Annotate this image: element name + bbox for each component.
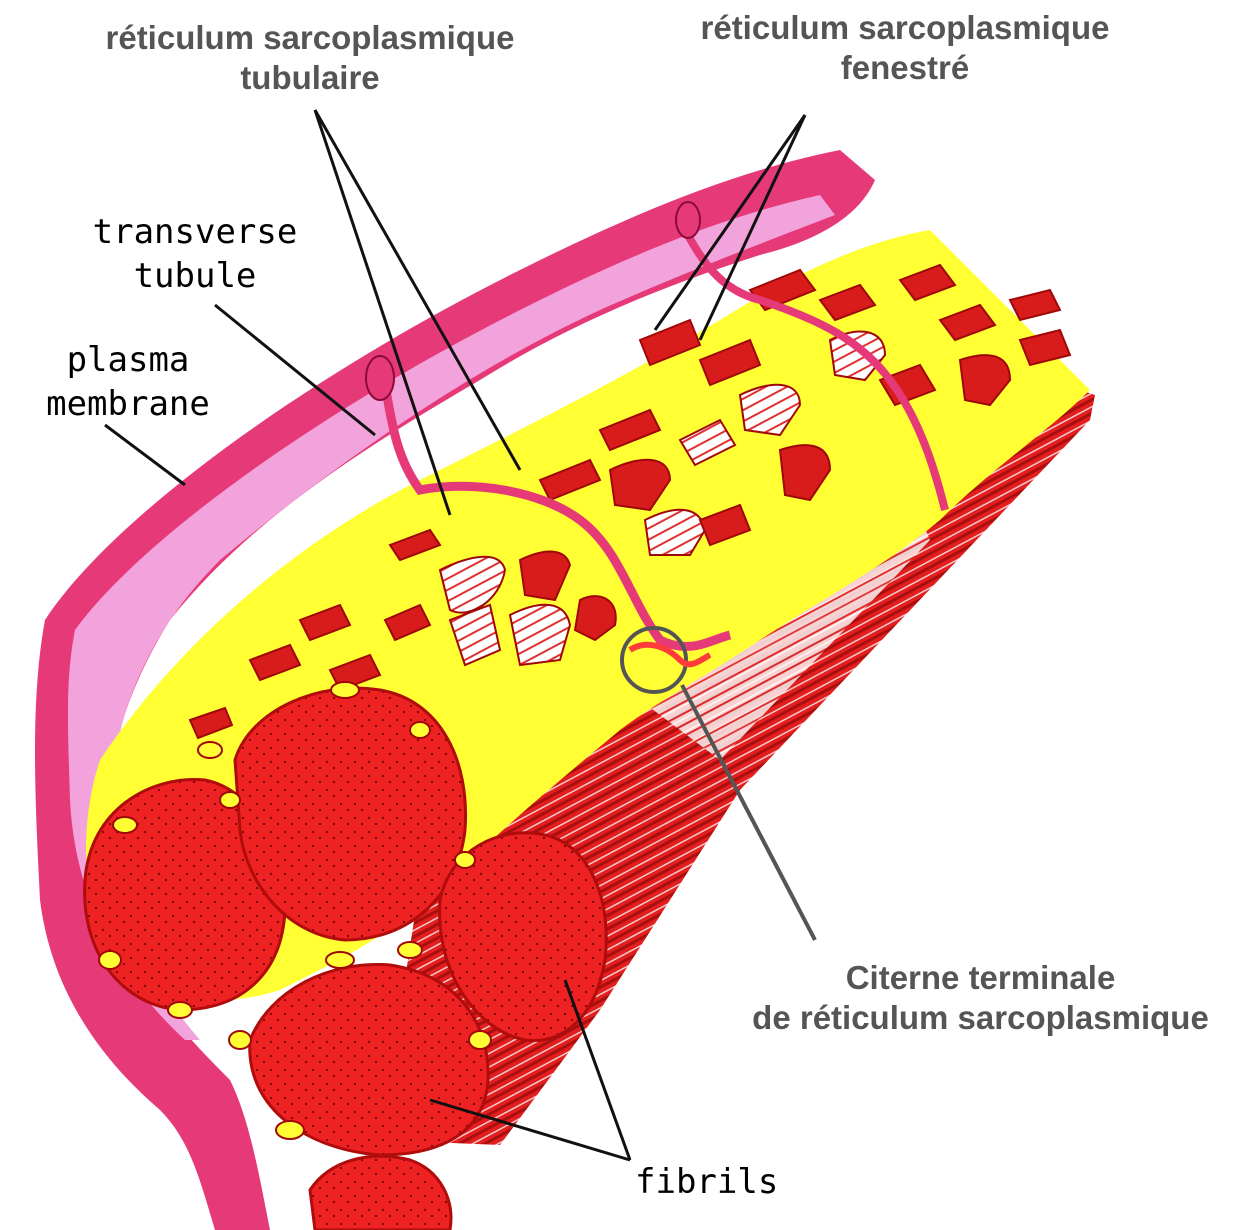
label-fibrils: fibrils [635,1160,778,1204]
label-transverse-tubule-line1: transverse [75,210,315,254]
label-terminal-cisterna-line1: Citerne terminale [708,958,1253,998]
label-plasma-membrane-line2: membrane [18,382,238,426]
fibril-section-5 [310,1156,451,1230]
label-fenestrated-sr: réticulum sarcoplasmique fenestré [655,8,1155,88]
label-terminal-cisterna: Citerne terminale de réticulum sarcoplas… [708,958,1253,1038]
label-terminal-cisterna-line2: de réticulum sarcoplasmique [708,998,1253,1038]
t-tubule-opening-1 [366,356,394,400]
label-transverse-tubule: transverse tubule [75,210,315,298]
label-plasma-membrane-line1: plasma [18,338,238,382]
leader-plasma [105,425,185,485]
label-fenestrated-sr-line1: réticulum sarcoplasmique [655,8,1155,48]
label-tubular-sr: réticulum sarcoplasmique tubulaire [60,18,560,98]
label-tubular-sr-line2: tubulaire [60,58,560,98]
label-transverse-tubule-line2: tubule [75,254,315,298]
label-fibrils-text: fibrils [635,1162,778,1202]
label-plasma-membrane: plasma membrane [18,338,238,426]
label-tubular-sr-line1: réticulum sarcoplasmique [60,18,560,58]
label-fenestrated-sr-line2: fenestré [655,48,1155,88]
t-tubule-opening-2 [676,202,700,238]
